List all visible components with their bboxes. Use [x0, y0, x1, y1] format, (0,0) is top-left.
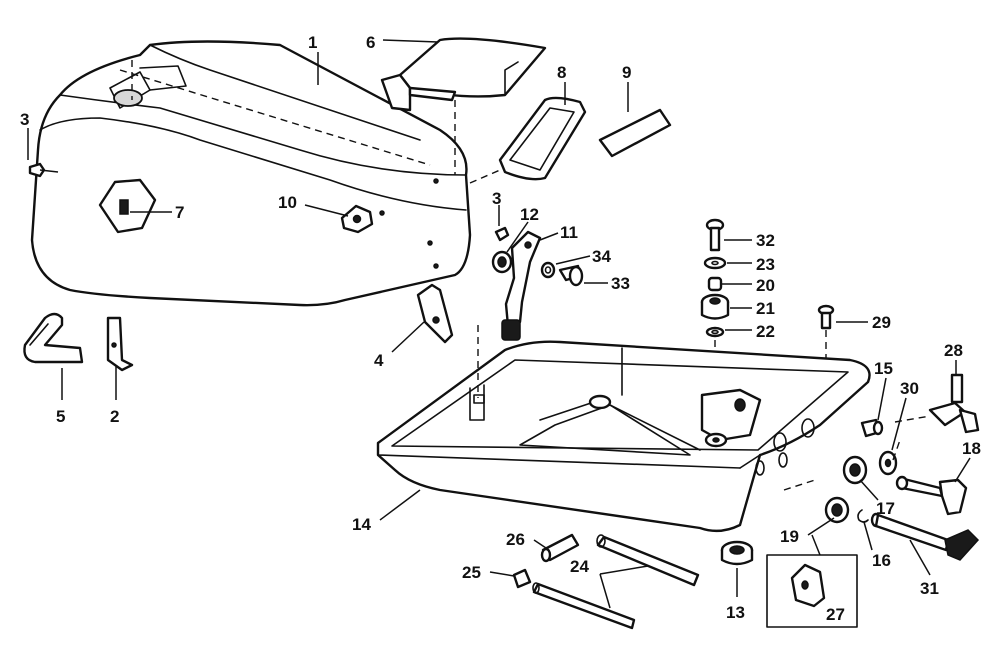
callout-13: 13 — [726, 603, 745, 622]
top-cover-plate — [380, 37, 547, 175]
callout-26: 26 — [506, 530, 525, 549]
callout-20: 20 — [756, 276, 775, 295]
callout-31: 31 — [920, 579, 939, 598]
leader-14 — [379, 489, 421, 521]
callout-15: 15 — [874, 359, 893, 378]
callout-10: 10 — [278, 193, 297, 212]
mounting-bracket — [106, 316, 134, 372]
pin-15 — [860, 418, 884, 438]
seal-ring — [469, 96, 587, 184]
grommet-17 — [842, 455, 868, 485]
callout-30: 30 — [900, 379, 919, 398]
leader-25 — [489, 571, 515, 577]
callout-11: 11 — [560, 223, 578, 242]
mount-21 — [700, 293, 730, 320]
leader-17 — [859, 479, 879, 501]
callout-25: 25 — [462, 563, 481, 582]
hose-26 — [540, 533, 580, 563]
clip-16 — [857, 509, 869, 523]
callout-34: 34 — [592, 247, 611, 266]
callout-14: 14 — [352, 515, 371, 534]
leader-6 — [382, 39, 439, 43]
callout-24: 24 — [570, 557, 589, 576]
grommet-13 — [720, 540, 754, 566]
spacer-20 — [707, 276, 723, 292]
leader-31 — [909, 539, 931, 576]
callout-3b: 3 — [492, 189, 501, 208]
callout-12: 12 — [520, 205, 539, 224]
callout-1: 1 — [308, 33, 317, 52]
callout-18: 18 — [962, 439, 981, 458]
callout-5: 5 — [56, 407, 65, 426]
leader-16 — [863, 521, 873, 551]
lever-18 — [895, 475, 968, 516]
leader-19 — [807, 517, 835, 536]
washer-23 — [703, 256, 727, 270]
screw-33 — [558, 264, 584, 287]
callout-21: 21 — [756, 299, 775, 318]
callout-6: 6 — [366, 33, 375, 52]
leader-18 — [954, 457, 971, 483]
callout-28: 28 — [944, 341, 963, 360]
callout-3a: 3 — [20, 110, 29, 129]
grommet-right — [494, 226, 510, 242]
inset-box-27 — [766, 534, 858, 628]
callout-33: 33 — [611, 274, 630, 293]
decal-strip — [598, 108, 672, 158]
lower-engine-pan — [376, 325, 871, 533]
leader-10 — [304, 204, 349, 217]
leader-15 — [877, 377, 887, 421]
leader-24 — [599, 565, 649, 609]
leader-34 — [555, 255, 591, 265]
leader-11 — [539, 232, 559, 241]
upper-engine-cover — [30, 40, 472, 307]
callout-8: 8 — [557, 63, 566, 82]
hose-24-lower — [532, 582, 636, 630]
latch-bracket — [416, 283, 454, 344]
lever-arm — [501, 230, 542, 341]
plug-25 — [512, 568, 532, 589]
callout-7: 7 — [175, 203, 184, 222]
leader-4 — [391, 321, 425, 353]
callout-27: 27 — [826, 605, 845, 624]
callout-23: 23 — [756, 255, 775, 274]
washer-22 — [705, 326, 725, 338]
grommet-19 — [824, 496, 850, 524]
shaft-31 — [870, 512, 980, 561]
screw-29 — [817, 304, 835, 400]
callout-19: 19 — [780, 527, 799, 546]
grommet-12 — [491, 250, 513, 274]
bolt-32 — [705, 218, 725, 252]
callout-17: 17 — [876, 499, 895, 518]
washer-34 — [540, 261, 556, 279]
washer-30 — [878, 450, 898, 476]
leader-26 — [533, 539, 547, 549]
callout-2: 2 — [110, 407, 119, 426]
leader-12 — [506, 221, 529, 253]
callout-29: 29 — [872, 313, 891, 332]
leader-30 — [891, 397, 907, 451]
rubber-strap — [23, 312, 84, 364]
callout-16: 16 — [872, 551, 891, 570]
callout-22: 22 — [756, 322, 775, 341]
callout-4: 4 — [374, 351, 384, 370]
valve-28 — [892, 373, 980, 461]
hose-24-upper — [596, 534, 700, 587]
grommet-left — [28, 162, 59, 178]
callout-32: 32 — [756, 231, 775, 250]
callout-9: 9 — [622, 63, 631, 82]
